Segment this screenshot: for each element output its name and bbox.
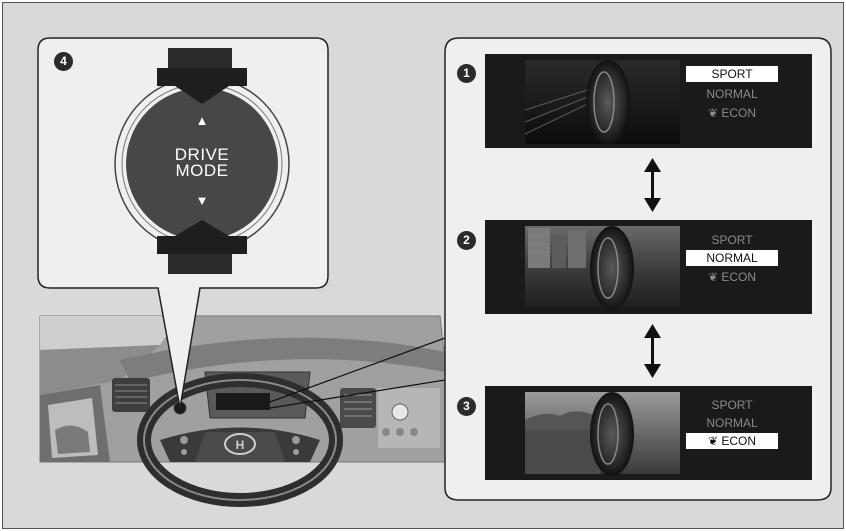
screen2-mode-normal: NORMAL bbox=[686, 250, 778, 266]
brand-logo-icon: H bbox=[236, 438, 245, 452]
callout-marker-4: 4 bbox=[54, 52, 73, 71]
screen2-mode-econ: ❦ ECON bbox=[686, 269, 778, 285]
screen1-mode-econ: ❦ ECON bbox=[686, 105, 778, 121]
screen3-mode-normal: NORMAL bbox=[686, 415, 778, 431]
driver-display-highlight bbox=[216, 393, 270, 410]
leaf-icon: ❦ bbox=[708, 270, 721, 284]
leaf-icon: ❦ bbox=[708, 106, 721, 120]
callout-marker-1: 1 bbox=[457, 64, 476, 83]
screen3-mode-econ: ❦ ECON bbox=[686, 433, 778, 449]
screen3-mode-sport: SPORT bbox=[686, 397, 778, 413]
drive-mode-label-line2: MODE bbox=[140, 162, 264, 179]
leaf-icon: ❦ bbox=[708, 434, 721, 448]
callout-marker-3: 3 bbox=[457, 397, 476, 416]
screen1-mode-normal: NORMAL bbox=[686, 86, 778, 102]
screen1-mode-sport: SPORT bbox=[686, 66, 778, 82]
arrow-down-icon: ▼ bbox=[190, 193, 214, 208]
arrow-up-icon: ▲ bbox=[190, 113, 214, 128]
callout-marker-2: 2 bbox=[457, 231, 476, 250]
screen2-mode-sport: SPORT bbox=[686, 232, 778, 248]
